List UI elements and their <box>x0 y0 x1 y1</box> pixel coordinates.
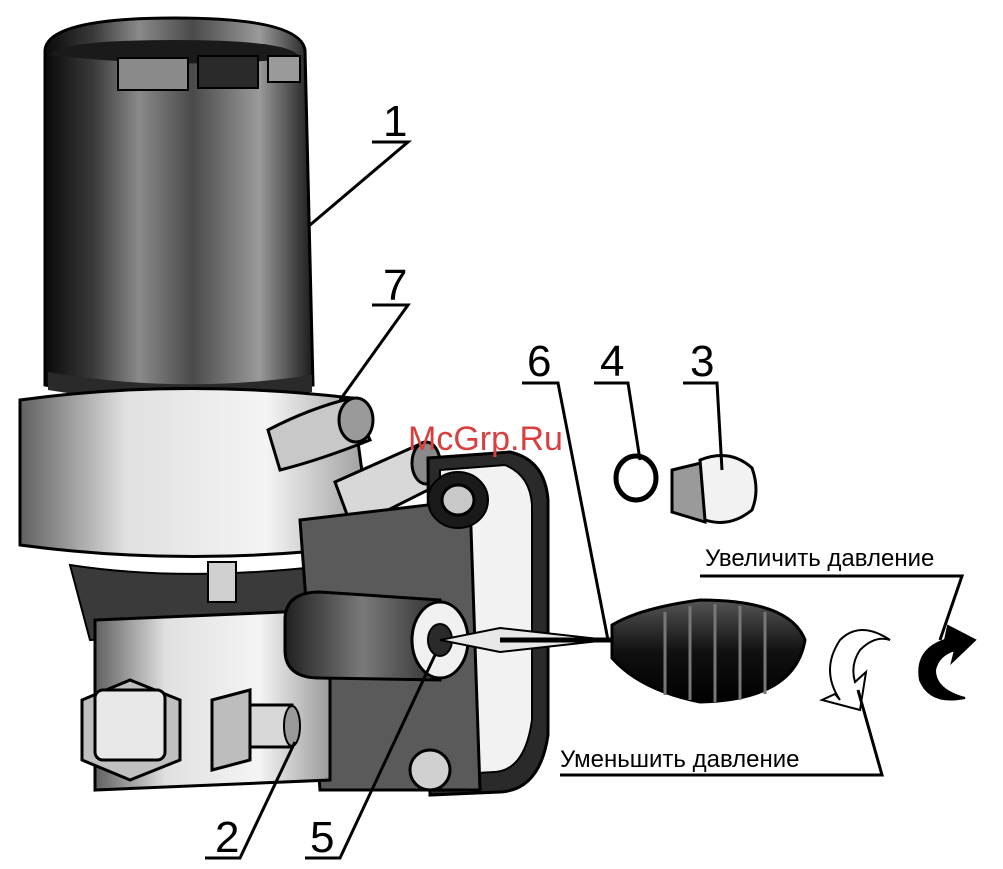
callout-4: 4 <box>600 337 624 386</box>
rotation-arrow-increase-icon <box>919 626 975 700</box>
filter-cylinder <box>45 18 313 402</box>
adjusting-cylinder <box>285 592 468 680</box>
protective-cap <box>672 456 756 523</box>
callout-1: 1 <box>383 97 407 146</box>
watermark: McGrp.Ru <box>408 420 563 458</box>
rotation-arrow-decrease-icon <box>822 630 890 710</box>
callout-6: 6 <box>527 337 551 386</box>
decrease-pressure-label: Уменьшить давление <box>560 746 800 773</box>
increase-pressure-label: Увеличить давление <box>705 545 934 572</box>
callout-2: 2 <box>215 813 239 862</box>
o-ring <box>616 456 656 500</box>
callout-3: 3 <box>690 337 714 386</box>
callout-5: 5 <box>310 813 334 862</box>
callout-7: 7 <box>383 261 407 310</box>
